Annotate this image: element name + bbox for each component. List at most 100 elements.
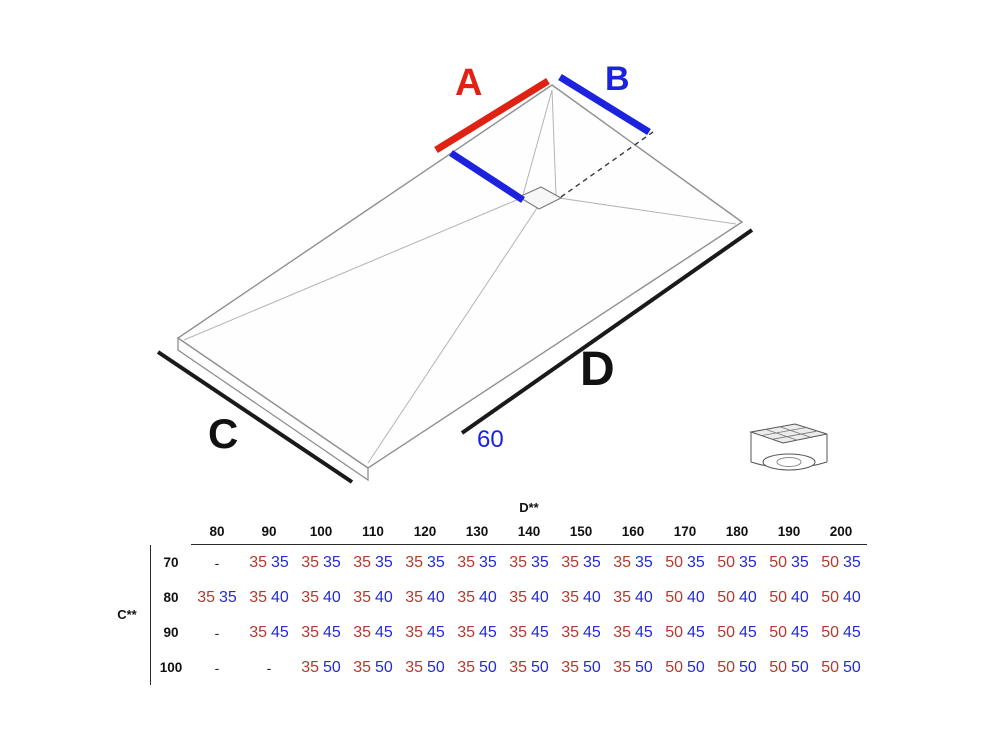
- value-blue: 45: [479, 623, 497, 641]
- shower-tray-diagram: A B C D 60: [156, 60, 828, 484]
- value-blue: 35: [219, 588, 237, 606]
- value-blue: 50: [739, 658, 757, 676]
- col-header: 200: [815, 518, 867, 545]
- value-cell: -: [214, 659, 220, 676]
- value-red: 35: [613, 553, 631, 571]
- value-red: 35: [561, 658, 579, 676]
- value-blue: 35: [843, 553, 861, 571]
- value-red: 35: [301, 553, 319, 571]
- value-blue: 50: [687, 658, 705, 676]
- value-blue: 40: [323, 588, 341, 606]
- value-blue: 40: [687, 588, 705, 606]
- value-blue: 50: [479, 658, 497, 676]
- col-header: 130: [451, 518, 503, 545]
- tray-drawing: A B C D 60: [156, 60, 828, 484]
- value-red: 35: [249, 623, 267, 641]
- value-blue: 45: [635, 623, 653, 641]
- value-red: 35: [249, 588, 267, 606]
- value-blue: 40: [635, 588, 653, 606]
- row-header: 100: [150, 650, 191, 685]
- value-red: 35: [405, 658, 423, 676]
- value-blue: 40: [583, 588, 601, 606]
- value-red: 50: [821, 553, 839, 571]
- drain-offset-line: [449, 150, 525, 203]
- value-blue: 50: [583, 658, 601, 676]
- value-blue: 40: [375, 588, 393, 606]
- value-red: 50: [769, 658, 787, 676]
- value-red: 35: [353, 588, 371, 606]
- value-blue: 40: [739, 588, 757, 606]
- value-red: 50: [665, 588, 683, 606]
- value-blue: 35: [323, 553, 341, 571]
- col-header: 180: [711, 518, 763, 545]
- value-blue: 35: [635, 553, 653, 571]
- label-a: A: [455, 62, 482, 104]
- dimension-a-line: [434, 78, 550, 153]
- value-blue: 45: [531, 623, 549, 641]
- value-red: 35: [405, 588, 423, 606]
- value-blue: 45: [739, 623, 757, 641]
- value-blue: 35: [479, 553, 497, 571]
- value-blue: 40: [531, 588, 549, 606]
- label-d: D: [580, 343, 615, 396]
- value-red: 50: [665, 658, 683, 676]
- value-blue: 35: [791, 553, 809, 571]
- value-blue: 45: [687, 623, 705, 641]
- tray-surface: [176, 84, 744, 469]
- row-header: 80: [150, 580, 191, 615]
- value-blue: 35: [583, 553, 601, 571]
- dimension-c-line: [156, 350, 354, 484]
- label-drain-offset: 60: [477, 426, 504, 453]
- value-red: 35: [509, 658, 527, 676]
- row-axis-label: C**: [117, 607, 137, 623]
- value-blue: 45: [791, 623, 809, 641]
- col-header: 120: [399, 518, 451, 545]
- value-red: 50: [821, 623, 839, 641]
- label-b: B: [605, 60, 630, 98]
- value-blue: 40: [479, 588, 497, 606]
- col-header: 140: [503, 518, 555, 545]
- value-blue: 35: [375, 553, 393, 571]
- value-red: 50: [717, 658, 735, 676]
- value-red: 50: [665, 623, 683, 641]
- value-blue: 40: [791, 588, 809, 606]
- value-red: 35: [353, 623, 371, 641]
- col-axis-row: D**: [104, 496, 867, 518]
- value-blue: 35: [687, 553, 705, 571]
- value-red: 35: [405, 623, 423, 641]
- col-header: 100: [295, 518, 347, 545]
- value-blue: 45: [323, 623, 341, 641]
- value-cell: -: [214, 624, 220, 641]
- dimension-b-line: [558, 74, 651, 135]
- value-red: 35: [509, 623, 527, 641]
